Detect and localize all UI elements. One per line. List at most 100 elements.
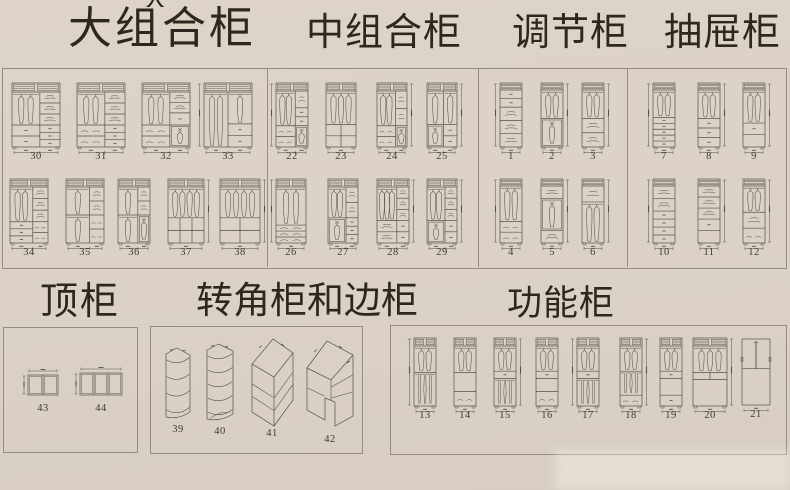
cabinet-number-3: 3	[590, 151, 596, 162]
cabinet-number-41: 41	[266, 428, 278, 439]
cabinet-number-21: 21	[750, 409, 762, 420]
cabinet-number-31: 31	[95, 151, 107, 162]
cabinet-drawing-10	[646, 178, 676, 251]
function-cabinet-frame	[390, 325, 787, 455]
cabinet-drawing-17	[570, 337, 600, 414]
cabinet-number-16: 16	[541, 410, 553, 421]
cabinet-number-22: 22	[286, 151, 298, 162]
cabinet-number-10: 10	[658, 247, 670, 258]
cabinet-number-29: 29	[436, 247, 448, 258]
cabinet-number-36: 36	[128, 247, 140, 258]
cabinet-number-28: 28	[387, 247, 399, 258]
cabinet-drawing-9	[742, 82, 772, 155]
cabinet-drawing-18	[619, 337, 649, 414]
cabinet-number-12: 12	[748, 247, 760, 258]
top-cabinet-frame	[3, 327, 138, 453]
cabinet-drawing-11	[697, 178, 727, 251]
cabinet-number-32: 32	[160, 151, 172, 162]
section-title-top-cabinet: 顶柜	[40, 281, 121, 323]
cabinet-number-34: 34	[23, 247, 35, 258]
cabinet-number-20: 20	[704, 410, 716, 421]
cabinet-drawing-3	[581, 82, 611, 155]
cabinet-drawing-4	[493, 178, 523, 251]
cabinet-drawing-5	[540, 178, 570, 251]
cabinet-number-25: 25	[436, 151, 448, 162]
cabinet-number-5: 5	[549, 247, 555, 258]
cabinet-number-4: 4	[508, 247, 514, 258]
section-title-adjustable: 调节柜	[512, 12, 630, 54]
cropped-text-fragment: 大柜	[142, 0, 220, 7]
cabinet-drawing-14	[453, 337, 477, 414]
cabinet-number-2: 2	[549, 151, 555, 162]
cabinet-drawing-37	[167, 178, 211, 251]
cabinet-drawing-36	[117, 178, 151, 251]
cabinet-drawing-19	[659, 337, 683, 414]
frame-divider-2	[478, 69, 479, 267]
cabinet-drawing-23	[325, 82, 357, 155]
frame-divider-3	[627, 69, 628, 267]
corner-cabinet-frame	[150, 326, 363, 454]
light-patch	[555, 450, 790, 490]
cabinet-number-23: 23	[335, 151, 347, 162]
cabinet-number-19: 19	[665, 410, 677, 421]
cabinet-drawing-15	[493, 337, 523, 414]
cabinet-number-14: 14	[459, 410, 471, 421]
cabinet-drawing-8	[697, 82, 727, 155]
cabinet-drawing-42	[306, 340, 354, 427]
cabinet-drawing-26	[269, 178, 307, 251]
cabinet-drawing-33	[197, 82, 253, 155]
section-title-corner-side: 转角柜和边柜	[196, 281, 418, 322]
section-title-medium-combo: 中组合柜	[306, 12, 463, 54]
cabinet-drawing-13	[407, 337, 437, 414]
cabinet-drawing-30	[11, 82, 61, 155]
cabinet-number-1: 1	[508, 151, 514, 162]
cabinet-number-24: 24	[386, 151, 398, 162]
cabinet-drawing-25	[426, 82, 464, 155]
cabinet-number-6: 6	[590, 247, 596, 258]
cabinet-number-27: 27	[337, 247, 349, 258]
cabinet-drawing-20	[692, 337, 734, 414]
cabinet-drawing-24	[376, 82, 414, 155]
cabinet-number-35: 35	[79, 247, 91, 258]
top-sections-frame	[2, 68, 787, 269]
cabinet-number-17: 17	[582, 410, 594, 421]
cabinet-drawing-31	[76, 82, 126, 155]
cabinet-number-8: 8	[706, 151, 712, 162]
cabinet-drawing-7	[646, 82, 676, 155]
cabinet-drawing-28	[376, 178, 416, 251]
cabinet-drawing-22	[269, 82, 309, 155]
cabinet-number-37: 37	[180, 247, 192, 258]
cabinet-number-9: 9	[751, 151, 757, 162]
cabinet-number-15: 15	[499, 410, 511, 421]
section-title-function: 功能柜	[507, 284, 616, 323]
cabinet-drawing-41	[251, 338, 294, 427]
cabinet-drawing-32	[141, 82, 191, 155]
cabinet-number-33: 33	[222, 151, 234, 162]
cabinet-number-13: 13	[419, 410, 431, 421]
cabinet-drawing-16	[535, 337, 559, 414]
cabinet-number-30: 30	[30, 151, 42, 162]
cabinet-drawing-27	[327, 178, 359, 251]
cabinet-number-11: 11	[703, 247, 715, 258]
cabinet-drawing-21	[740, 338, 772, 413]
cabinet-number-40: 40	[214, 426, 226, 437]
cabinet-drawing-38	[219, 178, 267, 251]
cabinet-drawing-43	[22, 369, 59, 396]
cabinet-drawing-12	[742, 178, 772, 251]
cabinet-number-38: 38	[234, 247, 246, 258]
cabinet-drawing-2	[540, 82, 570, 155]
cabinet-drawing-44	[74, 367, 123, 396]
cabinet-number-39: 39	[172, 424, 184, 435]
section-title-large-combo: 大组合柜	[68, 4, 256, 53]
cabinet-number-7: 7	[661, 151, 667, 162]
cabinet-drawing-39	[165, 347, 191, 419]
cabinet-drawing-40	[206, 343, 234, 421]
cabinet-drawing-1	[493, 82, 523, 155]
section-title-drawer: 抽屉柜	[664, 12, 782, 54]
cabinet-number-26: 26	[285, 247, 297, 258]
cabinet-drawing-6	[581, 178, 611, 251]
cabinet-number-43: 43	[37, 403, 49, 414]
cabinet-drawing-34	[9, 178, 49, 251]
frame-divider-1	[267, 69, 268, 267]
